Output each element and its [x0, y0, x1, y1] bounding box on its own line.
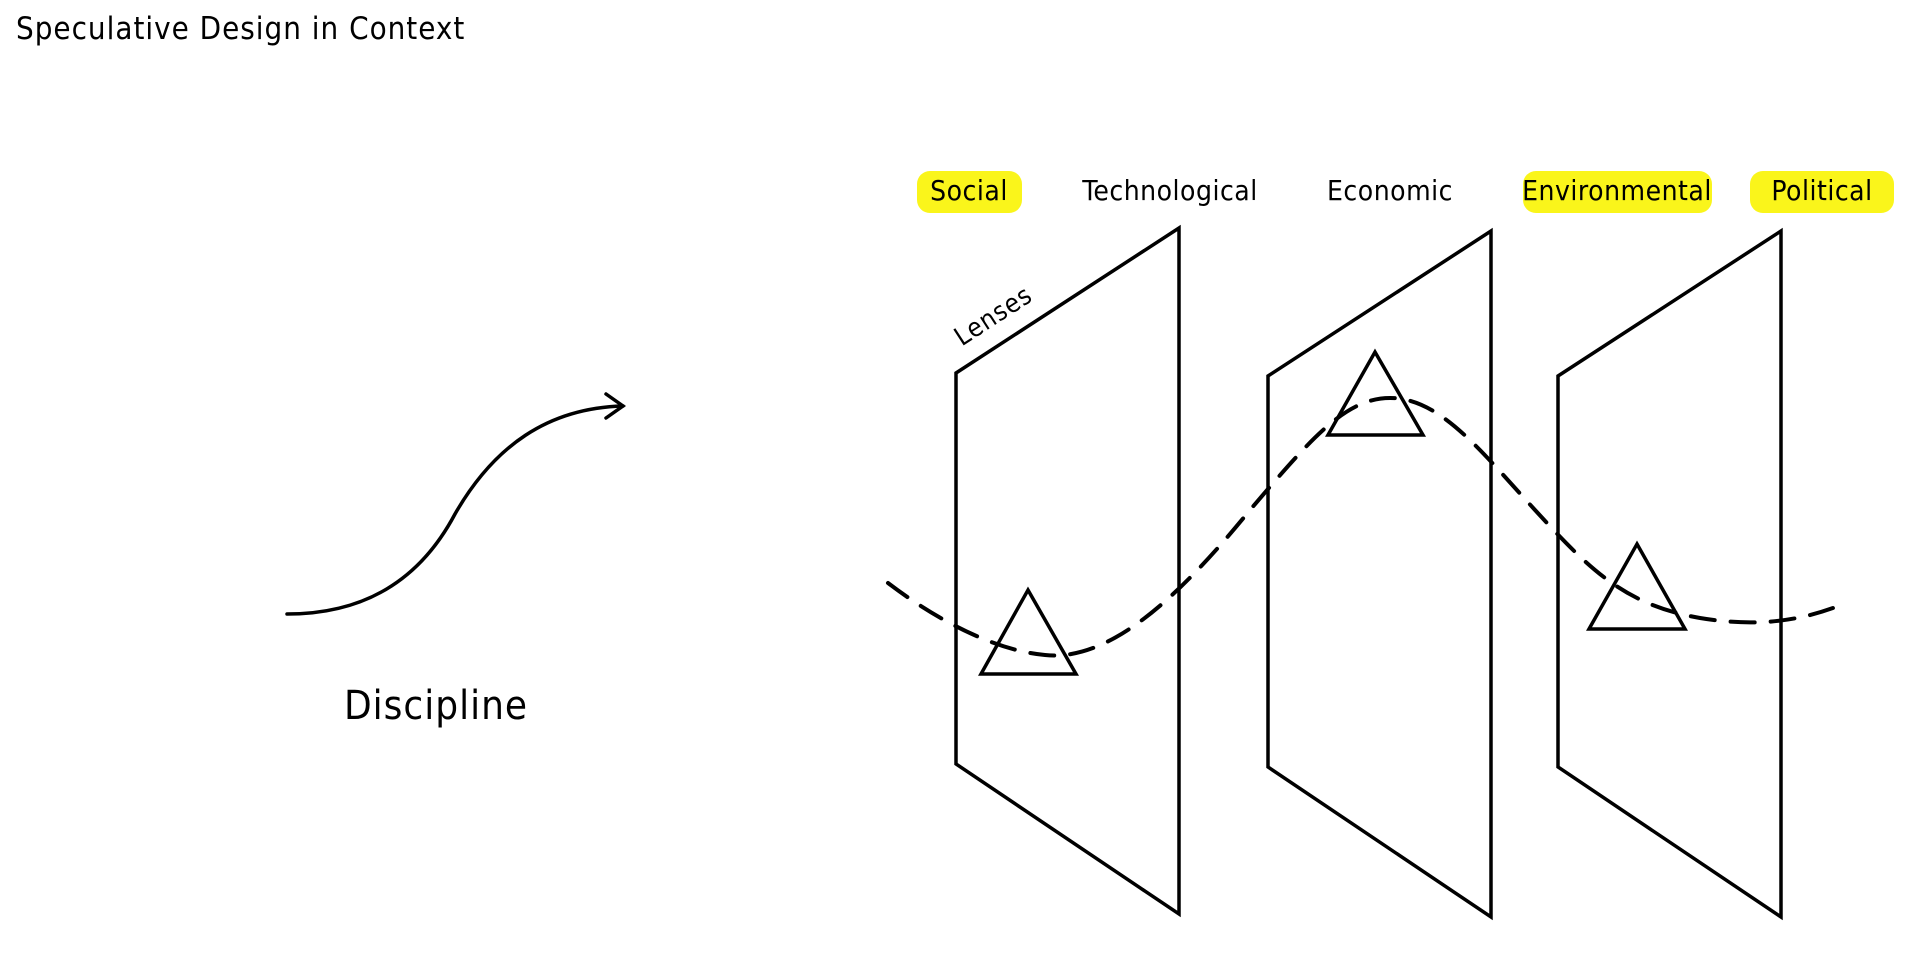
tag-label: Political: [1771, 174, 1872, 207]
lenses-label: Lenses: [949, 280, 1038, 352]
tag-label: Environmental: [1522, 174, 1712, 207]
triangle-markers: [978, 348, 1688, 676]
arrow-curve: [285, 404, 625, 616]
tag-highlight: [1523, 171, 1712, 213]
tag-highlight: [917, 171, 1022, 213]
tag-political: Political: [1750, 171, 1894, 213]
lens-panels: [954, 224, 1783, 921]
tag-social: Social: [917, 171, 1022, 213]
tag-label: Technological: [1081, 174, 1258, 207]
lens-panel-3: [1556, 227, 1783, 921]
tag-economic: Economic: [1327, 174, 1453, 207]
page-title: Speculative Design in Context: [16, 11, 465, 47]
triangle-marker-3: [1586, 540, 1688, 631]
lens-tags: Social Technological Economic Environmen…: [917, 171, 1894, 213]
lens-panel-1: [954, 224, 1181, 918]
curved-arrow: [285, 392, 627, 616]
tag-label: Social: [930, 174, 1008, 207]
triangle-marker-2: [1324, 348, 1427, 437]
tag-highlight: [1750, 171, 1894, 213]
dashed-wave-path: [886, 395, 1848, 658]
lens-panel-2: [1266, 227, 1493, 921]
tag-label: Economic: [1327, 174, 1453, 207]
tag-technological: Technological: [1081, 174, 1258, 207]
arrow-head-icon: [604, 392, 627, 420]
triangle-marker-1: [978, 586, 1080, 676]
discipline-label: Discipline: [344, 683, 528, 729]
tag-environmental: Environmental: [1522, 171, 1712, 213]
